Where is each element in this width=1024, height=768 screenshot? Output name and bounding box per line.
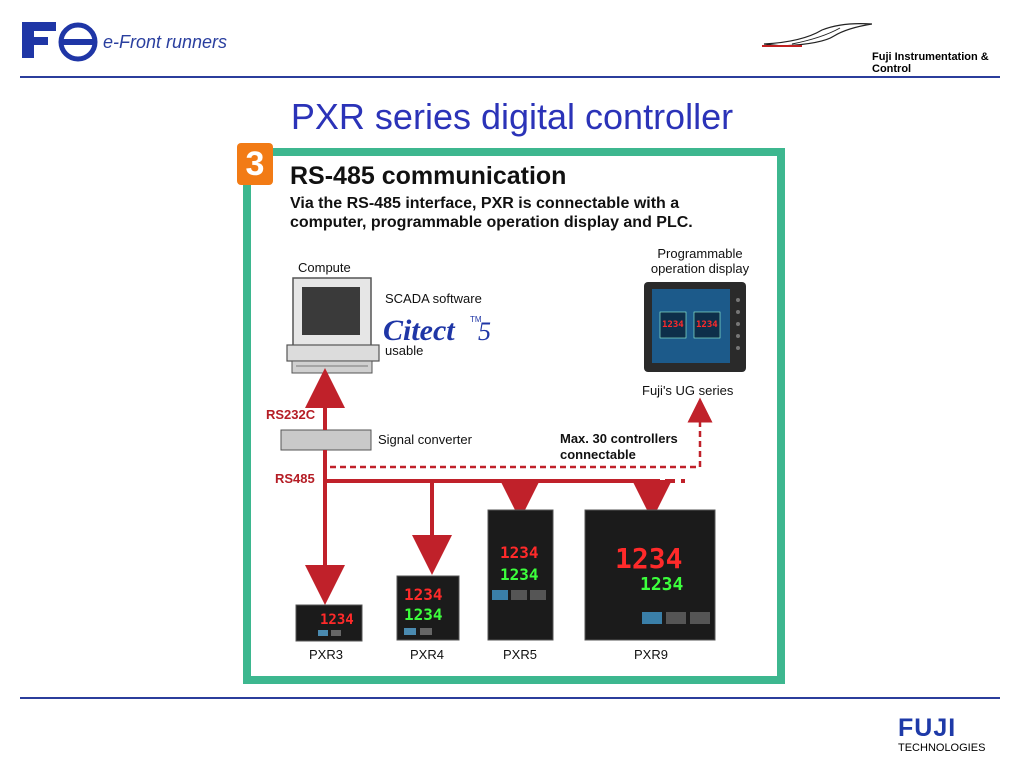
rs485-label: RS485 [275,471,315,486]
svg-text:1234: 1234 [404,605,443,624]
fuji-brand-sub: TECHNOLOGIES [898,742,986,754]
pxr9-controller-icon: 1234 1234 [584,509,716,641]
slide-title: PXR series digital controller [290,96,734,137]
svg-text:1234: 1234 [640,574,684,595]
citect-logo-icon: Citect 5 TM [383,314,491,347]
display-label: Programmable operation display [640,246,760,276]
scada-label: SCADA software [385,291,482,306]
computer-label: Compute [298,260,351,275]
ug-series-label: Fuji's UG series [642,383,734,398]
max-label-line2: connectable [560,447,636,462]
controller-label-pxr9: PXR9 [634,647,668,662]
svg-text:1234: 1234 [615,542,682,575]
rs232c-label: RS232C [266,407,316,422]
svg-text:1234: 1234 [404,585,443,604]
svg-text:1234: 1234 [500,543,539,562]
controller-label-pxr4: PXR4 [410,647,444,662]
svg-text:1234: 1234 [662,320,684,330]
svg-text:TM: TM [470,315,482,324]
svg-text:5: 5 [478,317,491,346]
display-label-line2: operation display [650,261,750,276]
tagline: e-Front runners [103,32,228,52]
pxr5-controller-icon: 1234 1234 [487,509,554,641]
max-label-line1: Max. 30 controllers [560,431,678,446]
signal-converter-label: Signal converter [378,432,472,447]
usable-label: usable [385,343,424,358]
programmable-display-icon: 1234 1234 [644,282,746,372]
bottom-divider [20,697,1000,699]
computer-icon [286,277,380,374]
top-divider [20,76,1000,78]
signal-converter-box [280,429,372,451]
controller-label-pxr3: PXR3 [309,647,343,662]
svg-text:1234: 1234 [320,612,354,628]
company-name: Fuji Instrumentation & Control [872,51,989,75]
svg-text:1234: 1234 [696,320,718,330]
pxr4-controller-icon: 1234 1234 [396,575,460,641]
panel-description: Via the RS-485 interface, PXR is connect… [290,195,693,231]
max-controllers-label: Max. 30 controllers connectable [560,431,678,463]
pxr3-controller-icon: 1234 [295,604,363,642]
svg-text:1234: 1234 [500,565,539,584]
svg-text:Citect: Citect [383,314,456,347]
fuji-brand-logo: FUJI [898,714,957,742]
section-number-badge: 3 [237,143,273,185]
controller-label-pxr5: PXR5 [503,647,537,662]
fe-logo-icon [22,22,98,62]
panel-heading: RS-485 communication [290,162,567,190]
display-label-line1: Programmable [657,246,743,261]
fuji-wing-icon [762,23,872,47]
